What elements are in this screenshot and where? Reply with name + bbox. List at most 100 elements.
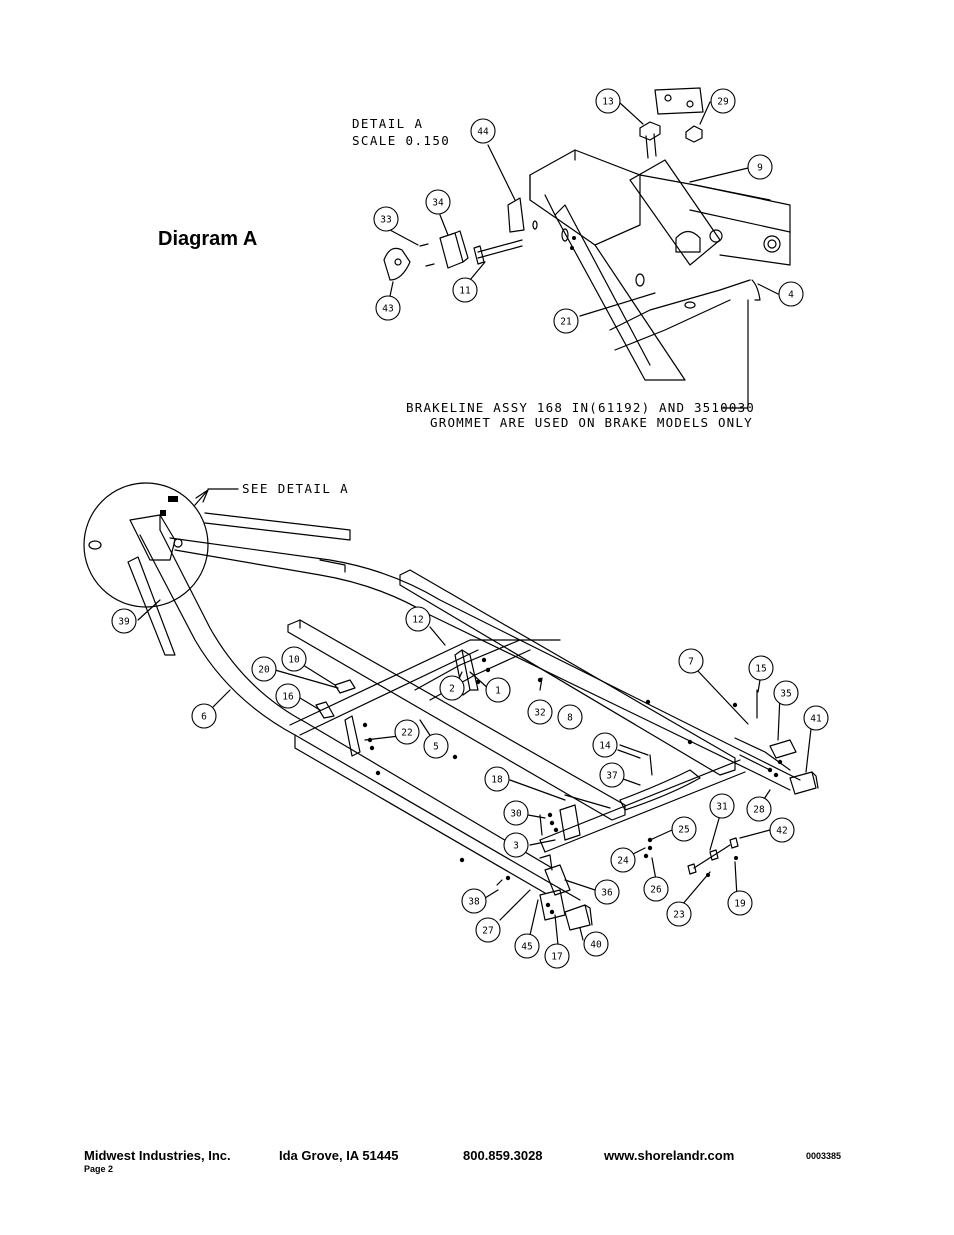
callout-circle bbox=[592, 732, 618, 758]
detail-scale: SCALE 0.150 bbox=[352, 133, 450, 148]
callout-44: 44 bbox=[470, 118, 496, 144]
callout-26: 26 bbox=[643, 876, 669, 902]
footer-website: www.shorelandr.com bbox=[604, 1148, 735, 1163]
footer-page: Page 2 bbox=[84, 1164, 114, 1174]
callout-label: 29 bbox=[717, 97, 729, 108]
callout-7: 7 bbox=[678, 648, 704, 674]
callout-circle bbox=[425, 189, 451, 215]
callout-label: 39 bbox=[118, 617, 130, 628]
callout-label: 19 bbox=[734, 899, 746, 910]
callout-label: 41 bbox=[810, 714, 822, 725]
callout-circle bbox=[544, 943, 570, 969]
callout-circle bbox=[746, 796, 772, 822]
callout-2: 2 bbox=[439, 675, 465, 701]
callout-circle bbox=[599, 762, 625, 788]
detail-title: DETAIL A bbox=[352, 116, 423, 131]
callout-circle bbox=[452, 277, 478, 303]
callout-31: 31 bbox=[709, 793, 735, 819]
callout-circle bbox=[375, 295, 401, 321]
diagram-title: Diagram A bbox=[158, 228, 258, 250]
callout-38: 38 bbox=[461, 888, 487, 914]
callout-circle bbox=[461, 888, 487, 914]
callout-circle bbox=[595, 88, 621, 114]
callout-label: 44 bbox=[477, 127, 489, 138]
callout-label: 22 bbox=[401, 728, 412, 739]
callout-label: 16 bbox=[282, 692, 294, 703]
callout-39: 39 bbox=[111, 608, 137, 634]
callout-label: 15 bbox=[755, 664, 766, 675]
callout-32: 32 bbox=[527, 699, 553, 725]
callout-circle bbox=[748, 655, 774, 681]
main-leaders bbox=[137, 599, 813, 946]
hardware-dots bbox=[160, 236, 783, 915]
callout-circle bbox=[610, 847, 636, 873]
callout-30: 30 bbox=[503, 800, 529, 826]
callout-label: 34 bbox=[432, 198, 444, 209]
callout-circle bbox=[405, 606, 431, 632]
callout-circle bbox=[678, 648, 704, 674]
callout-13: 13 bbox=[595, 88, 621, 114]
callout-circle bbox=[778, 281, 804, 307]
callout-10: 10 bbox=[281, 646, 307, 672]
callout-circle bbox=[191, 703, 217, 729]
callout-circle bbox=[503, 800, 529, 826]
callout-28: 28 bbox=[746, 796, 772, 822]
callout-label: 33 bbox=[380, 215, 391, 226]
callout-label: 32 bbox=[534, 708, 545, 719]
callout-circle bbox=[643, 876, 669, 902]
callout-9: 9 bbox=[747, 154, 773, 180]
callout-circle bbox=[475, 917, 501, 943]
callout-23: 23 bbox=[666, 901, 692, 927]
callout-circle bbox=[747, 154, 773, 180]
footer-city: Ida Grove, IA 51445 bbox=[279, 1148, 399, 1163]
callout-label: 40 bbox=[590, 940, 602, 951]
callout-43: 43 bbox=[375, 295, 401, 321]
callout-label: 12 bbox=[412, 615, 423, 626]
callout-29: 29 bbox=[710, 88, 736, 114]
callout-circle bbox=[423, 733, 449, 759]
callout-circle bbox=[671, 816, 697, 842]
callout-circle bbox=[251, 656, 277, 682]
callout-6: 6 bbox=[191, 703, 217, 729]
callout-label: 24 bbox=[617, 856, 629, 867]
callout-circle bbox=[557, 704, 583, 730]
callout-circle bbox=[594, 879, 620, 905]
callout-circle bbox=[373, 206, 399, 232]
callout-circle bbox=[710, 88, 736, 114]
callout-label: 30 bbox=[510, 809, 522, 820]
callout-label: 31 bbox=[716, 802, 728, 813]
callout-25: 25 bbox=[671, 816, 697, 842]
callout-circle bbox=[583, 931, 609, 957]
callout-label: 38 bbox=[468, 897, 480, 908]
callout-label: 37 bbox=[606, 771, 617, 782]
detail-a-drawing bbox=[383, 87, 791, 409]
detail-a-leaders bbox=[389, 101, 779, 317]
callout-label: 23 bbox=[673, 910, 684, 921]
callout-40: 40 bbox=[583, 931, 609, 957]
callout-label: 6 bbox=[201, 712, 207, 723]
callout-21: 21 bbox=[553, 308, 579, 334]
callout-label: 27 bbox=[482, 926, 493, 937]
callout-circle bbox=[709, 793, 735, 819]
callout-3: 3 bbox=[503, 832, 529, 858]
callout-label: 4 bbox=[788, 290, 794, 301]
brakeline-note-line2: GROMMET ARE USED ON BRAKE MODELS ONLY bbox=[430, 415, 753, 430]
callout-label: 11 bbox=[459, 286, 471, 297]
callout-8: 8 bbox=[557, 704, 583, 730]
callout-4: 4 bbox=[778, 281, 804, 307]
callout-circle bbox=[527, 699, 553, 725]
callout-label: 26 bbox=[650, 885, 662, 896]
callout-36: 36 bbox=[594, 879, 620, 905]
callout-label: 1 bbox=[495, 686, 501, 697]
callout-circle bbox=[275, 683, 301, 709]
callout-circle bbox=[773, 680, 799, 706]
callout-label: 3 bbox=[513, 841, 519, 852]
callout-14: 14 bbox=[592, 732, 618, 758]
callout-label: 43 bbox=[382, 304, 393, 315]
callout-15: 15 bbox=[748, 655, 774, 681]
callout-33: 33 bbox=[373, 206, 399, 232]
callout-label: 20 bbox=[258, 665, 270, 676]
callout-label: 17 bbox=[551, 952, 562, 963]
callout-circle bbox=[803, 705, 829, 731]
callout-35: 35 bbox=[773, 680, 799, 706]
